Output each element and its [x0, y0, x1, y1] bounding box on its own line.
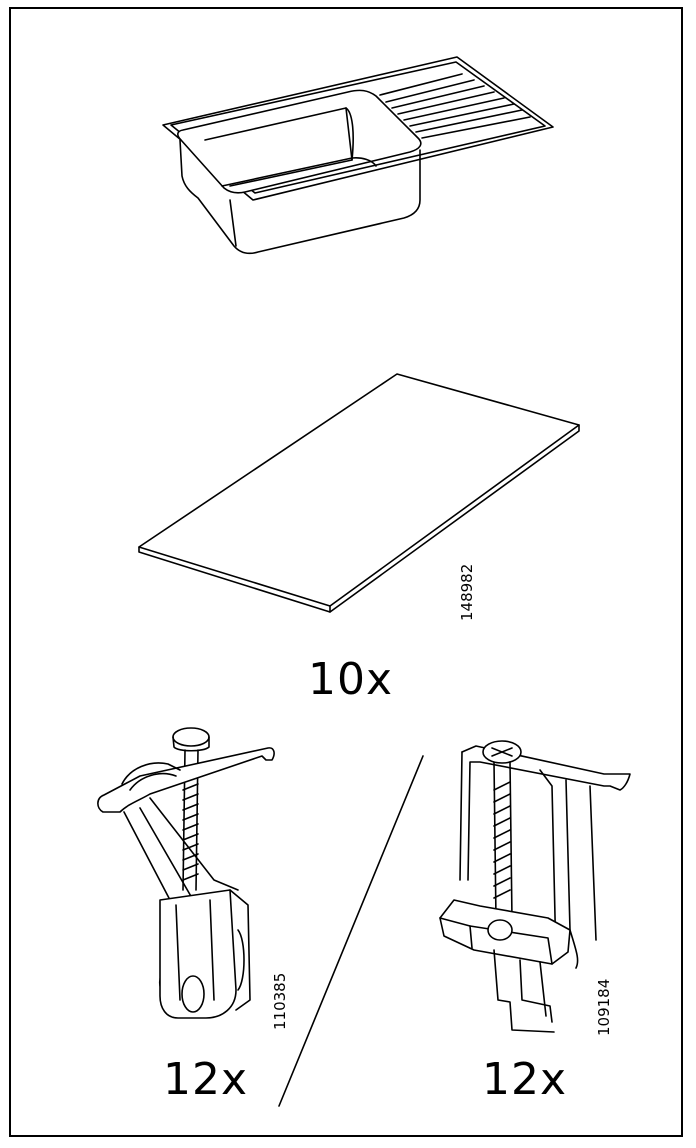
clip-109184-illustration: [439, 740, 631, 1033]
quantity-148982: 10x: [308, 654, 394, 705]
page-frame: [9, 7, 683, 1137]
clip-110385-illustration: [97, 727, 275, 1019]
divider-line: [278, 755, 424, 1107]
part-number-148982: 148982: [458, 563, 476, 621]
quantity-109184: 12x: [482, 1054, 568, 1105]
quantity-110385: 12x: [163, 1054, 249, 1105]
board-illustration: [138, 373, 580, 613]
sink-illustration: [162, 56, 554, 255]
part-number-110385: 110385: [271, 972, 289, 1030]
part-number-109184: 109184: [595, 978, 613, 1036]
